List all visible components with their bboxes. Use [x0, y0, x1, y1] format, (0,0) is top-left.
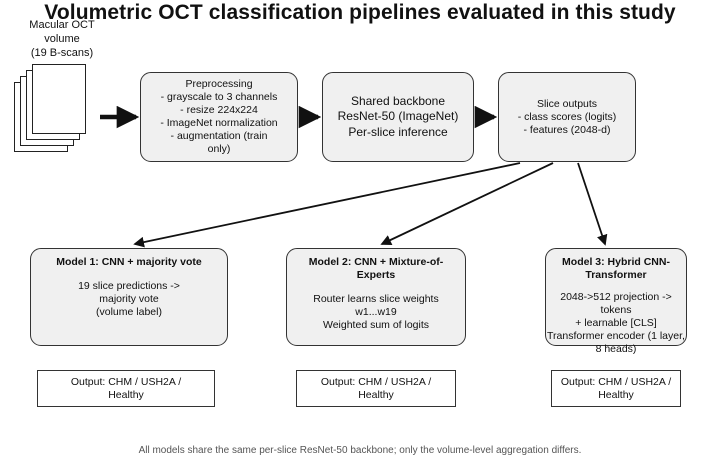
arrow-to-model-2 — [380, 162, 554, 246]
model-3-line: + learnable [CLS] — [575, 317, 657, 329]
model-2-box: Model 2: CNN + Mixture-of- Experts Route… — [286, 248, 466, 346]
slice-outputs-line: - features (2048-d) — [523, 123, 611, 136]
output-line: Output: CHM / USH2A / — [320, 375, 432, 388]
preprocessing-box: Preprocessing - grayscale to 3 channels … — [140, 72, 298, 162]
model-3-line: tokens — [600, 304, 632, 316]
model-2-line: Weighted sum of logits — [322, 319, 430, 331]
model-3-line: Transformer encoder (1 layer, — [547, 330, 685, 342]
model-3-output: Output: CHM / USH2A / Healthy — [551, 370, 681, 407]
backbone-line: Shared backbone — [350, 93, 446, 108]
model-3-box: Model 3: Hybrid CNN- Transformer 2048->5… — [545, 248, 687, 355]
output-line: Output: CHM / USH2A / — [560, 375, 672, 388]
oct-volume-label-line: Macular OCT — [29, 19, 95, 31]
preprocessing-line: Preprocessing — [185, 78, 253, 90]
preprocessing-line: - grayscale to 3 channels — [160, 91, 278, 103]
arrow-to-model-3 — [577, 162, 608, 246]
slice-outputs-box: Slice outputs - class scores (logits) - … — [498, 72, 636, 162]
preprocessing-line: - augmentation (train — [170, 130, 268, 142]
output-line: Healthy — [598, 388, 634, 401]
model-title-line: Transformer — [585, 269, 647, 281]
model-1-title: Model 1: CNN + majority vote — [31, 256, 227, 269]
slice-outputs-line: - class scores (logits) — [517, 110, 617, 123]
oct-volume-label: Macular OCT volume (19 B-scans) — [8, 18, 116, 60]
model-3-line: 8 heads) — [595, 343, 637, 355]
model-2-title: Model 2: CNN + Mixture-of- Experts — [287, 256, 465, 282]
model-3-title: Model 3: Hybrid CNN- Transformer — [546, 256, 686, 282]
model-1-box: Model 1: CNN + majority vote 19 slice pr… — [30, 248, 228, 346]
model-2-line: Router learns slice weights — [313, 293, 439, 305]
output-line: Healthy — [358, 388, 394, 401]
arrow-to-model-1 — [133, 162, 521, 248]
oct-volume-label-line: volume — [44, 33, 80, 45]
model-1-line: majority vote — [99, 293, 159, 305]
model-2-line: w1...w19 — [355, 306, 397, 318]
model-1-line: (volume label) — [96, 306, 162, 318]
model-title-line: Model 2: CNN + Mixture-of- — [308, 256, 444, 268]
model-1-line: 19 slice predictions -> — [78, 280, 180, 292]
preprocessing-line: only) — [207, 143, 231, 155]
output-line: Output: CHM / USH2A / — [70, 375, 182, 388]
model-1-output: Output: CHM / USH2A / Healthy — [37, 370, 215, 407]
model-title-line: Experts — [356, 269, 396, 281]
slice-outputs-line: Slice outputs — [536, 97, 598, 110]
diagram-title: Volumetric OCT classification pipelines … — [44, 1, 676, 24]
backbone-line: Per-slice inference — [348, 124, 448, 139]
backbone-line: ResNet-50 (ImageNet) — [337, 109, 459, 124]
model-title-line: Model 3: Hybrid CNN- — [562, 256, 670, 268]
preprocessing-line: - ImageNet normalization — [160, 117, 278, 129]
preprocessing-line: - resize 224x224 — [180, 104, 258, 116]
oct-volume-label-line: (19 B-scans) — [30, 47, 94, 59]
footnote: All models share the same per-slice ResN… — [138, 445, 582, 456]
model-title-line: Model 1: CNN + majority vote — [56, 256, 202, 268]
shared-backbone-box: Shared backbone ResNet-50 (ImageNet) Per… — [322, 72, 474, 162]
model-2-output: Output: CHM / USH2A / Healthy — [296, 370, 456, 407]
b-scan-frame — [32, 64, 86, 134]
output-line: Healthy — [108, 388, 144, 401]
model-3-line: 2048->512 projection -> — [560, 291, 672, 303]
